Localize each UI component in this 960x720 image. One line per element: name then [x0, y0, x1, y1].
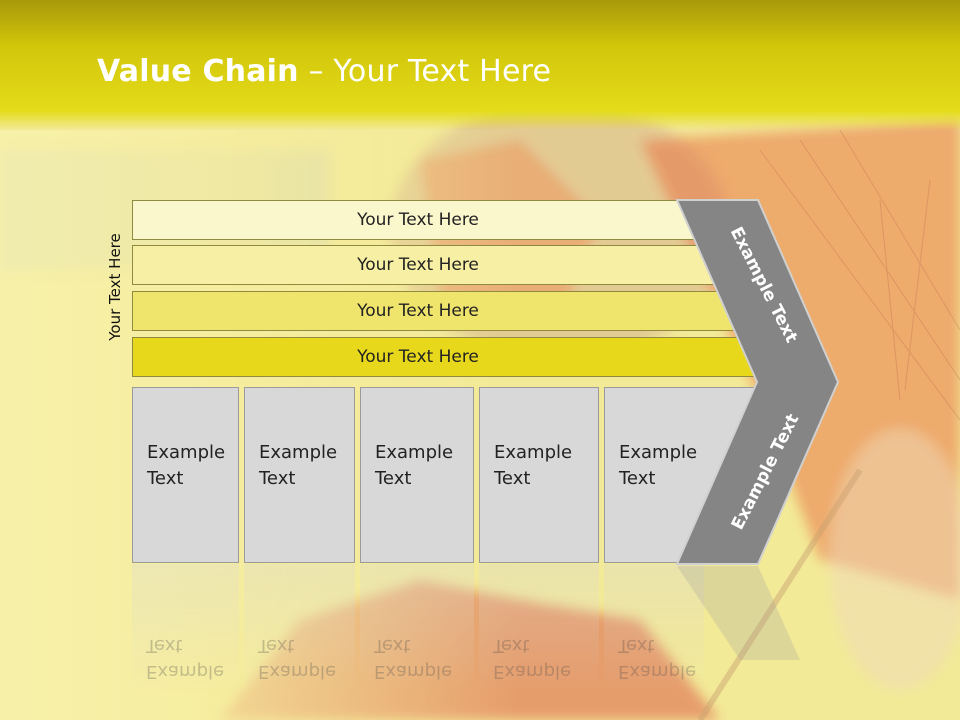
- chevron-shape: [675, 199, 840, 565]
- band-3: Your Text Here: [132, 291, 750, 331]
- title-rest: – Your Text Here: [298, 54, 552, 89]
- chevron-reflection: [677, 566, 800, 660]
- slide-title: Value Chain – Your Text Here: [97, 54, 551, 89]
- band-2-label: Your Text Here: [357, 255, 479, 275]
- band-4: Your Text Here: [132, 337, 774, 377]
- band-3-label: Your Text Here: [357, 301, 479, 321]
- band-4-label: Your Text Here: [357, 347, 479, 367]
- band-1-label: Your Text Here: [357, 210, 479, 230]
- title-bold: Value Chain: [97, 54, 299, 89]
- band-2: Your Text Here: [132, 245, 726, 285]
- band-1: Your Text Here: [132, 200, 702, 240]
- title-band: [0, 0, 960, 130]
